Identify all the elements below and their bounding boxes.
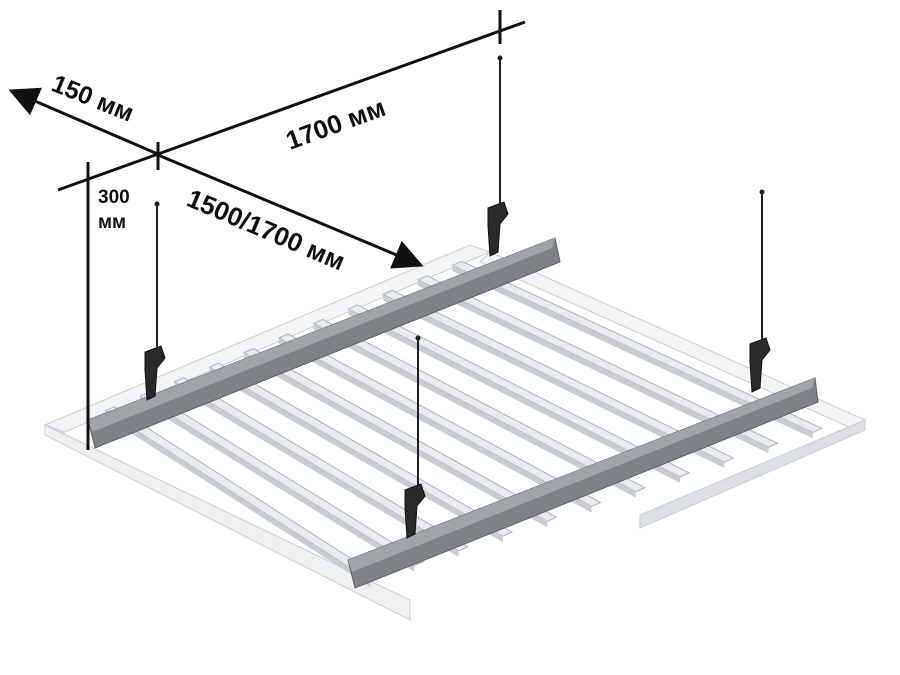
hanger-back-right — [487, 55, 509, 257]
slat-panel — [416, 275, 779, 448]
slat-panel — [173, 377, 469, 552]
hanger-back-left — [144, 201, 166, 401]
dim-line-1500 — [157, 153, 424, 269]
slat-panels — [104, 260, 824, 587]
hanger-clip-icon — [749, 337, 771, 393]
hangers — [144, 55, 771, 539]
dim-label-150: 150 мм — [48, 70, 138, 128]
dim-label-300-number: 300 — [98, 187, 130, 208]
slat-panel-side — [209, 367, 503, 543]
dim-label-1500-1700: 1500/1700 мм — [183, 183, 350, 276]
dim-label-300-unit: мм — [98, 212, 126, 233]
hanger-front-left — [404, 335, 426, 539]
dim-label-1700: 1700 мм — [282, 92, 390, 156]
slat-panel-side — [313, 323, 636, 498]
dim-line-150 — [8, 87, 161, 157]
slat-panel-side — [140, 396, 415, 572]
slat-panel-side — [244, 352, 548, 528]
dim-line-1700 — [57, 20, 526, 192]
slat-panel-side — [279, 338, 592, 513]
hanger-clip-icon — [404, 483, 426, 539]
slat-panel — [451, 260, 824, 433]
carrier-rail-back — [87, 237, 561, 449]
hanger-clip-icon — [144, 345, 166, 401]
slat-panel-side — [105, 410, 371, 587]
slat-panel-side — [417, 279, 769, 454]
slat-panel-side — [174, 381, 459, 557]
frame-front-left — [44, 424, 411, 621]
slat-panel-side — [383, 294, 725, 469]
hanger-clip-icon — [487, 201, 509, 257]
hanger-front-right — [749, 189, 771, 393]
carrier-rail-front — [347, 377, 819, 589]
dimension-lines — [8, 10, 526, 450]
slat-panel-side — [452, 265, 813, 439]
frame-right — [479, 251, 866, 529]
slat-panel-side — [348, 308, 681, 483]
